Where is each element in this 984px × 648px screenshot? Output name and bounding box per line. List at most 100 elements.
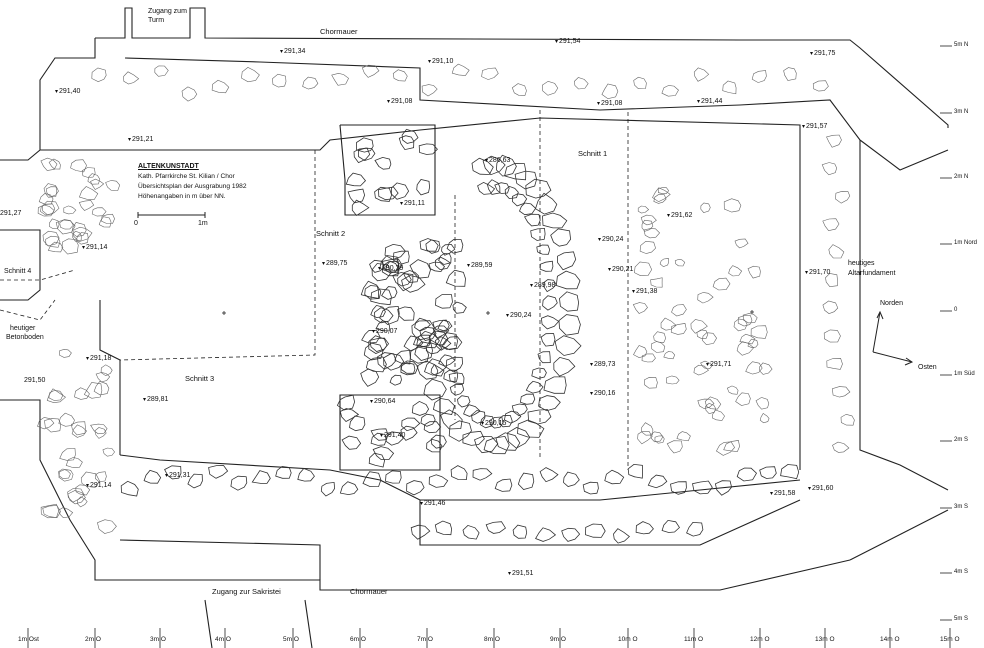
stone bbox=[448, 420, 472, 442]
stone bbox=[44, 418, 62, 433]
stone bbox=[78, 200, 95, 211]
stone bbox=[63, 205, 77, 215]
bottom-axis-label: 4m O bbox=[215, 636, 231, 643]
stone bbox=[230, 475, 248, 491]
schnitt-3-label: Schnitt 3 bbox=[185, 374, 215, 383]
stone bbox=[812, 80, 829, 92]
altar-label-2: Altarfundament bbox=[848, 270, 896, 277]
chormauer-bottom-label: Chormauer bbox=[350, 587, 388, 596]
stone bbox=[40, 503, 60, 519]
stone bbox=[83, 382, 103, 399]
stone bbox=[430, 434, 447, 449]
stone bbox=[573, 77, 589, 90]
stone bbox=[361, 64, 380, 78]
floor-label-1: heutiger bbox=[10, 325, 36, 332]
stone bbox=[747, 338, 759, 349]
stone bbox=[100, 364, 113, 377]
stone bbox=[531, 367, 547, 379]
stone bbox=[759, 412, 770, 424]
stone bbox=[540, 333, 556, 347]
stone bbox=[419, 326, 437, 341]
stone bbox=[582, 481, 599, 495]
stone bbox=[93, 380, 110, 396]
stone bbox=[759, 466, 777, 479]
stone bbox=[462, 524, 480, 540]
stone bbox=[637, 205, 650, 214]
stone bbox=[102, 447, 115, 457]
stone bbox=[398, 135, 415, 151]
stone bbox=[443, 369, 459, 382]
elevation-label: 291,62 bbox=[667, 212, 692, 219]
right-axis-label: 1m Nord bbox=[954, 240, 978, 246]
stone bbox=[446, 356, 464, 373]
stone bbox=[654, 435, 665, 444]
stone bbox=[90, 423, 108, 435]
stone bbox=[70, 421, 86, 436]
bottom-axis-label: 3m O bbox=[150, 636, 166, 643]
stone bbox=[374, 307, 394, 324]
stone bbox=[663, 351, 676, 360]
stone bbox=[728, 265, 743, 277]
stone bbox=[75, 484, 91, 496]
stone bbox=[397, 306, 415, 321]
stone bbox=[751, 70, 767, 83]
stone bbox=[424, 358, 447, 376]
stone bbox=[416, 179, 431, 196]
stone bbox=[58, 468, 71, 479]
stone bbox=[826, 357, 843, 370]
stone bbox=[154, 65, 169, 77]
stone bbox=[374, 156, 392, 170]
stone bbox=[430, 364, 445, 377]
stone bbox=[652, 187, 671, 203]
altar-label-1: heutiges bbox=[848, 260, 875, 267]
plan-line-2: Übersichtsplan der Ausgrabung 1982 bbox=[138, 183, 247, 190]
elevation-label: 289,75 bbox=[322, 260, 347, 267]
stone bbox=[504, 163, 527, 181]
stone bbox=[832, 441, 850, 453]
stone bbox=[331, 72, 349, 86]
stone bbox=[241, 67, 260, 83]
stone bbox=[423, 378, 447, 401]
stone bbox=[434, 256, 452, 271]
stone bbox=[702, 332, 717, 346]
stone bbox=[537, 351, 551, 364]
left-wall bbox=[0, 38, 96, 161]
stone bbox=[666, 440, 683, 454]
stone bbox=[835, 190, 851, 204]
right-axis-label: 3m N bbox=[954, 109, 969, 115]
bottom-axis-label: 2m O bbox=[85, 636, 101, 643]
stone bbox=[451, 63, 470, 76]
stone bbox=[723, 440, 740, 452]
stone bbox=[74, 387, 90, 400]
stone bbox=[98, 216, 112, 228]
elevation-label: 291,11 bbox=[400, 200, 425, 207]
stone bbox=[341, 435, 362, 450]
stone bbox=[627, 463, 644, 479]
elevation-label: 289,73 bbox=[590, 361, 615, 368]
stone bbox=[43, 183, 58, 198]
stone bbox=[402, 270, 420, 283]
stone bbox=[640, 214, 657, 226]
trench-line-5 bbox=[0, 269, 76, 281]
stone bbox=[641, 219, 654, 232]
stone bbox=[349, 415, 366, 432]
stone bbox=[557, 251, 577, 271]
stone bbox=[828, 244, 845, 259]
sakristei-access-label: Zugang zur Sakristei bbox=[212, 587, 281, 596]
stone bbox=[143, 469, 162, 484]
stone bbox=[676, 431, 691, 442]
floor-label-2: Betonboden bbox=[6, 334, 44, 341]
stone bbox=[641, 422, 654, 436]
stone bbox=[406, 480, 425, 496]
stone bbox=[385, 470, 402, 484]
stone bbox=[747, 265, 761, 279]
stone bbox=[360, 280, 379, 299]
elevation-label: 291,08 bbox=[387, 98, 412, 105]
stone bbox=[320, 481, 336, 497]
stone bbox=[101, 213, 115, 224]
tower-access-label-1: Zugang zum bbox=[148, 8, 187, 15]
stone bbox=[426, 438, 443, 453]
stone bbox=[538, 395, 561, 412]
elevation-label: 289,81 bbox=[143, 396, 168, 403]
stone bbox=[441, 243, 456, 256]
